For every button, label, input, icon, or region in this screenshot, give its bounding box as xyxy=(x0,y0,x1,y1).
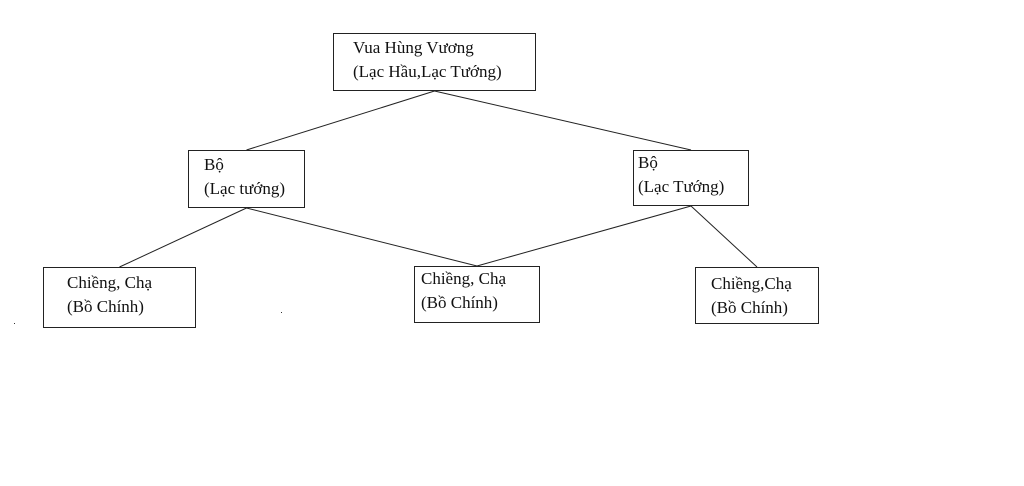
edge-root-to-bo_right xyxy=(434,90,692,151)
node-title: Chiềng,Chạ xyxy=(711,274,792,293)
node-chieng-cha-left: Chiềng, Chạ (Bồ Chính) xyxy=(43,267,196,328)
edge-bo_right-to-chieng_mid xyxy=(476,205,692,267)
node-title: Chiềng, Chạ xyxy=(421,269,506,288)
node-bo-left: Bộ (Lạc tướng) xyxy=(188,150,305,208)
edge-bo_left-to-chieng_mid xyxy=(246,207,478,267)
node-subtitle: (Lạc Tướng) xyxy=(638,177,725,196)
node-subtitle: (Bồ Chính) xyxy=(421,293,498,312)
node-bo-right: Bộ (Lạc Tướng) xyxy=(633,150,749,206)
node-subtitle: (Bồ Chính) xyxy=(67,297,144,316)
node-chieng-cha-right: Chiềng,Chạ (Bồ Chính) xyxy=(695,267,819,324)
edge-bo_left-to-chieng_left xyxy=(119,207,247,268)
stray-dot xyxy=(281,312,282,313)
node-title: Chiềng, Chạ xyxy=(67,273,152,292)
node-vua-hung-vuong: Vua Hùng Vương (Lạc Hầu,Lạc Tướng) xyxy=(333,33,536,91)
node-subtitle: (Lạc tướng) xyxy=(204,179,285,198)
node-chieng-cha-middle: Chiềng, Chạ (Bồ Chính) xyxy=(414,266,540,323)
stray-dot xyxy=(14,323,15,324)
node-subtitle: (Lạc Hầu,Lạc Tướng) xyxy=(353,62,502,81)
node-title: Bộ xyxy=(638,153,658,172)
node-title: Bộ xyxy=(204,155,224,174)
node-title: Vua Hùng Vương xyxy=(353,38,474,57)
edge-bo_right-to-chieng_right xyxy=(690,205,758,268)
node-subtitle: (Bồ Chính) xyxy=(711,298,788,317)
edge-root-to-bo_left xyxy=(246,90,435,151)
